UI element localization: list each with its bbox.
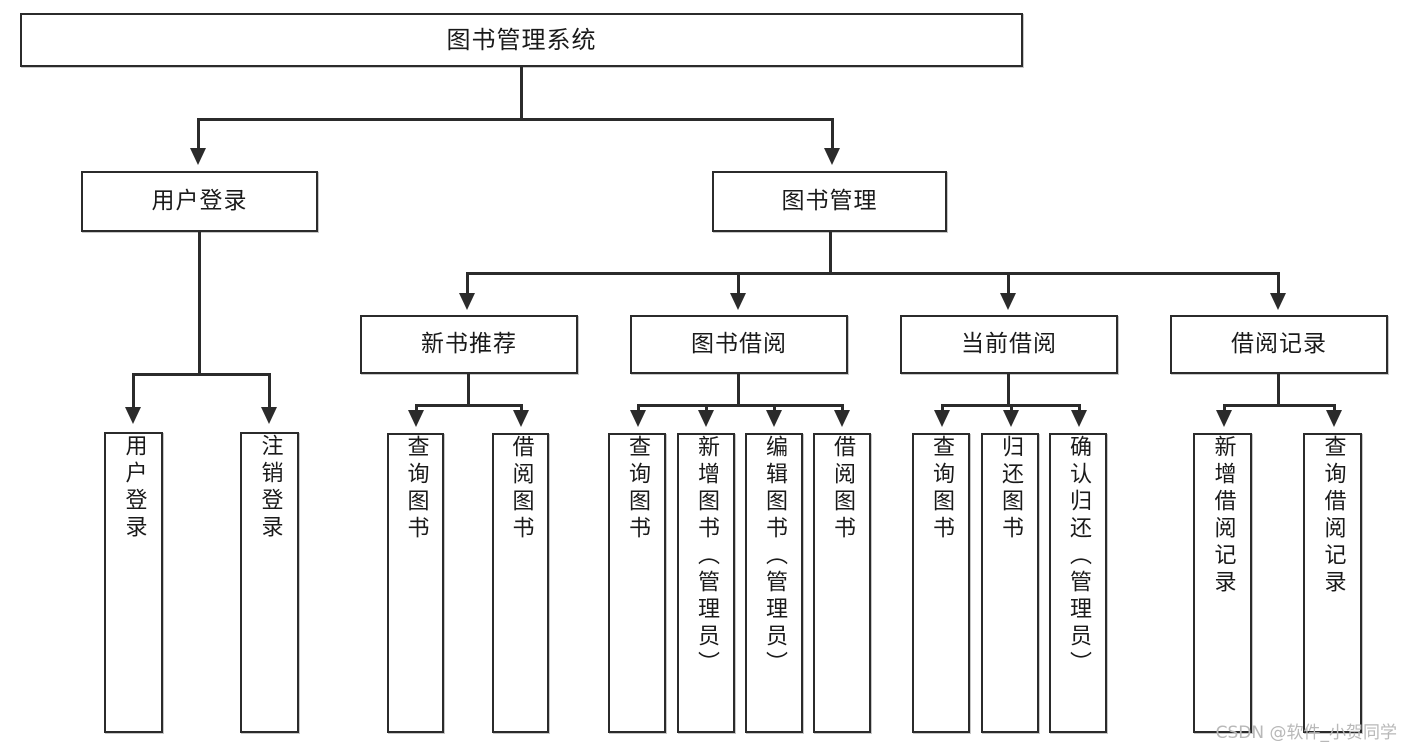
arrow-user-login-to-leaf-2 xyxy=(261,407,277,424)
node-label: 确认归还（管理员） xyxy=(1066,435,1091,678)
node-label: 借阅图书 xyxy=(830,435,855,543)
connector-bm-to-borrow-record xyxy=(1277,272,1280,296)
arrow-new-book-to-leaf-2 xyxy=(513,410,529,427)
connector-br-to-leaf-2 xyxy=(1333,404,1336,414)
arrow-cb-to-leaf-2 xyxy=(1003,410,1019,427)
node-label: 查询图书 xyxy=(929,435,954,543)
connector-current-borrow-stem xyxy=(1007,374,1010,406)
node-label: 归还图书 xyxy=(998,435,1023,543)
node-leaf-add-borrow-record[interactable]: 新增借阅记录 xyxy=(1193,433,1252,733)
node-leaf-borrow-book-2[interactable]: 借阅图书 xyxy=(813,433,871,733)
connector-user-login-to-leaf-2 xyxy=(268,373,271,410)
arrow-br-to-leaf-2 xyxy=(1326,410,1342,427)
node-label: 借阅图书 xyxy=(508,435,534,543)
connector-user-login-bar xyxy=(132,373,268,376)
node-borrow-record[interactable]: 借阅记录 xyxy=(1170,315,1388,374)
connector-root-to-user-login xyxy=(197,118,200,150)
connector-root-bar xyxy=(197,118,834,121)
node-leaf-query-borrow-record[interactable]: 查询借阅记录 xyxy=(1303,433,1362,733)
arrow-user-login-to-leaf-1 xyxy=(125,407,141,424)
connector-bb-to-leaf-3 xyxy=(773,404,776,414)
arrow-cb-to-leaf-1 xyxy=(934,410,950,427)
arrow-br-to-leaf-1 xyxy=(1216,410,1232,427)
node-leaf-edit-book[interactable]: 编辑图书（管理员） xyxy=(745,433,803,733)
node-leaf-query-book-3[interactable]: 查询图书 xyxy=(912,433,970,733)
connector-bb-to-leaf-2 xyxy=(705,404,708,414)
node-label: 图书管理系统 xyxy=(446,25,597,54)
node-leaf-add-book[interactable]: 新增图书（管理员） xyxy=(677,433,735,733)
watermark-text: CSDN @软件_小贺同学 xyxy=(1215,723,1397,743)
connector-bm-to-new-book xyxy=(466,272,469,296)
connector-user-login-stem xyxy=(198,232,201,375)
connector-cb-to-leaf-3 xyxy=(1078,404,1081,414)
node-book-borrow[interactable]: 图书借阅 xyxy=(630,315,848,374)
node-label: 新增图书（管理员） xyxy=(694,435,719,678)
connector-borrow-record-bar xyxy=(1223,404,1333,407)
node-label: 用户登录 xyxy=(121,434,147,542)
connector-book-borrow-stem xyxy=(737,374,740,406)
node-label: 查询借阅记录 xyxy=(1320,435,1346,597)
connector-borrow-record-stem xyxy=(1277,374,1280,406)
node-leaf-logout-login[interactable]: 注销登录 xyxy=(240,432,299,733)
arrow-root-to-book-management xyxy=(824,148,840,165)
node-leaf-borrow-book-1[interactable]: 借阅图书 xyxy=(492,433,549,733)
connector-new-book-to-leaf-1 xyxy=(415,404,418,414)
arrow-bm-to-borrow-record xyxy=(1270,293,1286,310)
arrow-bb-to-leaf-1 xyxy=(630,410,646,427)
connector-cb-to-leaf-2 xyxy=(1010,404,1013,414)
arrow-bm-to-new-book xyxy=(459,293,475,310)
connector-book-management-stem xyxy=(829,232,832,274)
connector-user-login-to-leaf-1 xyxy=(132,373,135,410)
node-label: 图书借阅 xyxy=(691,330,787,357)
node-label: 当前借阅 xyxy=(961,330,1057,357)
node-label: 用户登录 xyxy=(151,187,248,214)
connector-cb-to-leaf-1 xyxy=(941,404,944,414)
arrow-bm-to-book-borrow xyxy=(730,293,746,310)
arrow-bb-to-leaf-4 xyxy=(834,410,850,427)
node-label: 查询图书 xyxy=(625,435,650,543)
node-label: 编辑图书（管理员） xyxy=(762,435,787,678)
connector-new-book-stem xyxy=(467,374,470,406)
connector-bm-to-current-borrow xyxy=(1007,272,1010,296)
node-book-management[interactable]: 图书管理 xyxy=(712,171,947,232)
node-leaf-user-login[interactable]: 用户登录 xyxy=(104,432,163,733)
connector-root-to-book-management xyxy=(831,118,834,150)
node-leaf-confirm-return[interactable]: 确认归还（管理员） xyxy=(1049,433,1107,733)
node-label: 借阅记录 xyxy=(1231,330,1327,357)
connector-root-stem xyxy=(520,67,523,119)
arrow-cb-to-leaf-3 xyxy=(1071,410,1087,427)
connector-bm-to-book-borrow xyxy=(737,272,740,296)
arrow-bb-to-leaf-3 xyxy=(766,410,782,427)
connector-book-management-bar xyxy=(466,272,1280,275)
arrow-bb-to-leaf-2 xyxy=(698,410,714,427)
node-label: 注销登录 xyxy=(257,434,283,542)
connector-book-borrow-bar xyxy=(637,404,843,407)
node-label: 新书推荐 xyxy=(421,330,517,357)
arrow-bm-to-current-borrow xyxy=(1000,293,1016,310)
node-label: 查询图书 xyxy=(403,435,429,543)
node-leaf-query-book-2[interactable]: 查询图书 xyxy=(608,433,666,733)
node-new-book-recommend[interactable]: 新书推荐 xyxy=(360,315,578,374)
node-label: 图书管理 xyxy=(781,187,878,214)
node-root-system[interactable]: 图书管理系统 xyxy=(20,13,1023,67)
connector-bb-to-leaf-4 xyxy=(841,404,844,414)
node-leaf-return-book[interactable]: 归还图书 xyxy=(981,433,1039,733)
connector-bb-to-leaf-1 xyxy=(637,404,640,414)
node-leaf-query-book-1[interactable]: 查询图书 xyxy=(387,433,444,733)
node-current-borrow[interactable]: 当前借阅 xyxy=(900,315,1118,374)
node-label: 新增借阅记录 xyxy=(1210,435,1236,597)
connector-new-book-bar xyxy=(415,404,520,407)
node-user-login[interactable]: 用户登录 xyxy=(81,171,318,232)
connector-new-book-to-leaf-2 xyxy=(520,404,523,414)
arrow-new-book-to-leaf-1 xyxy=(408,410,424,427)
connector-br-to-leaf-1 xyxy=(1223,404,1226,414)
arrow-root-to-user-login xyxy=(190,148,206,165)
